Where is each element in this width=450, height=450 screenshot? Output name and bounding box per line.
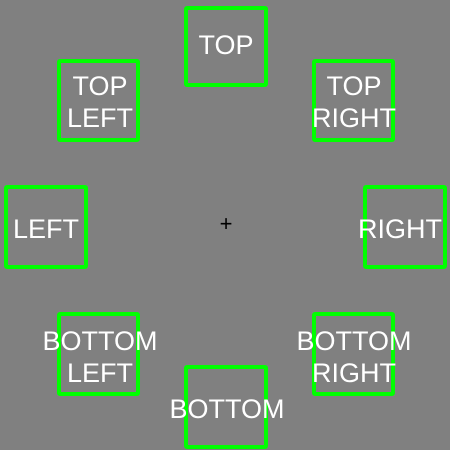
target-box-bottom-left[interactable] bbox=[57, 312, 140, 396]
target-box-top-left[interactable] bbox=[57, 59, 140, 142]
target-label-bottom-right: BOTTOM RIGHT bbox=[296, 326, 412, 388]
target-label-left: LEFT bbox=[12, 214, 80, 244]
target-box-bottom[interactable] bbox=[184, 365, 268, 449]
target-label-bottom-left: BOTTOM LEFT bbox=[42, 326, 158, 388]
target-box-top[interactable] bbox=[184, 6, 268, 87]
target-label-top: TOP bbox=[198, 30, 254, 60]
target-box-right[interactable] bbox=[363, 185, 447, 269]
crosshair-icon: + bbox=[219, 211, 233, 236]
target-box-left[interactable] bbox=[4, 185, 88, 269]
target-label-top-right: TOP RIGHT bbox=[312, 71, 396, 133]
target-box-bottom-right[interactable] bbox=[312, 312, 395, 396]
target-label-right: RIGHT bbox=[358, 214, 442, 244]
target-label-bottom: BOTTOM bbox=[169, 394, 285, 424]
target-label-top-left: TOP LEFT bbox=[66, 71, 134, 133]
target-box-top-right[interactable] bbox=[312, 59, 395, 142]
